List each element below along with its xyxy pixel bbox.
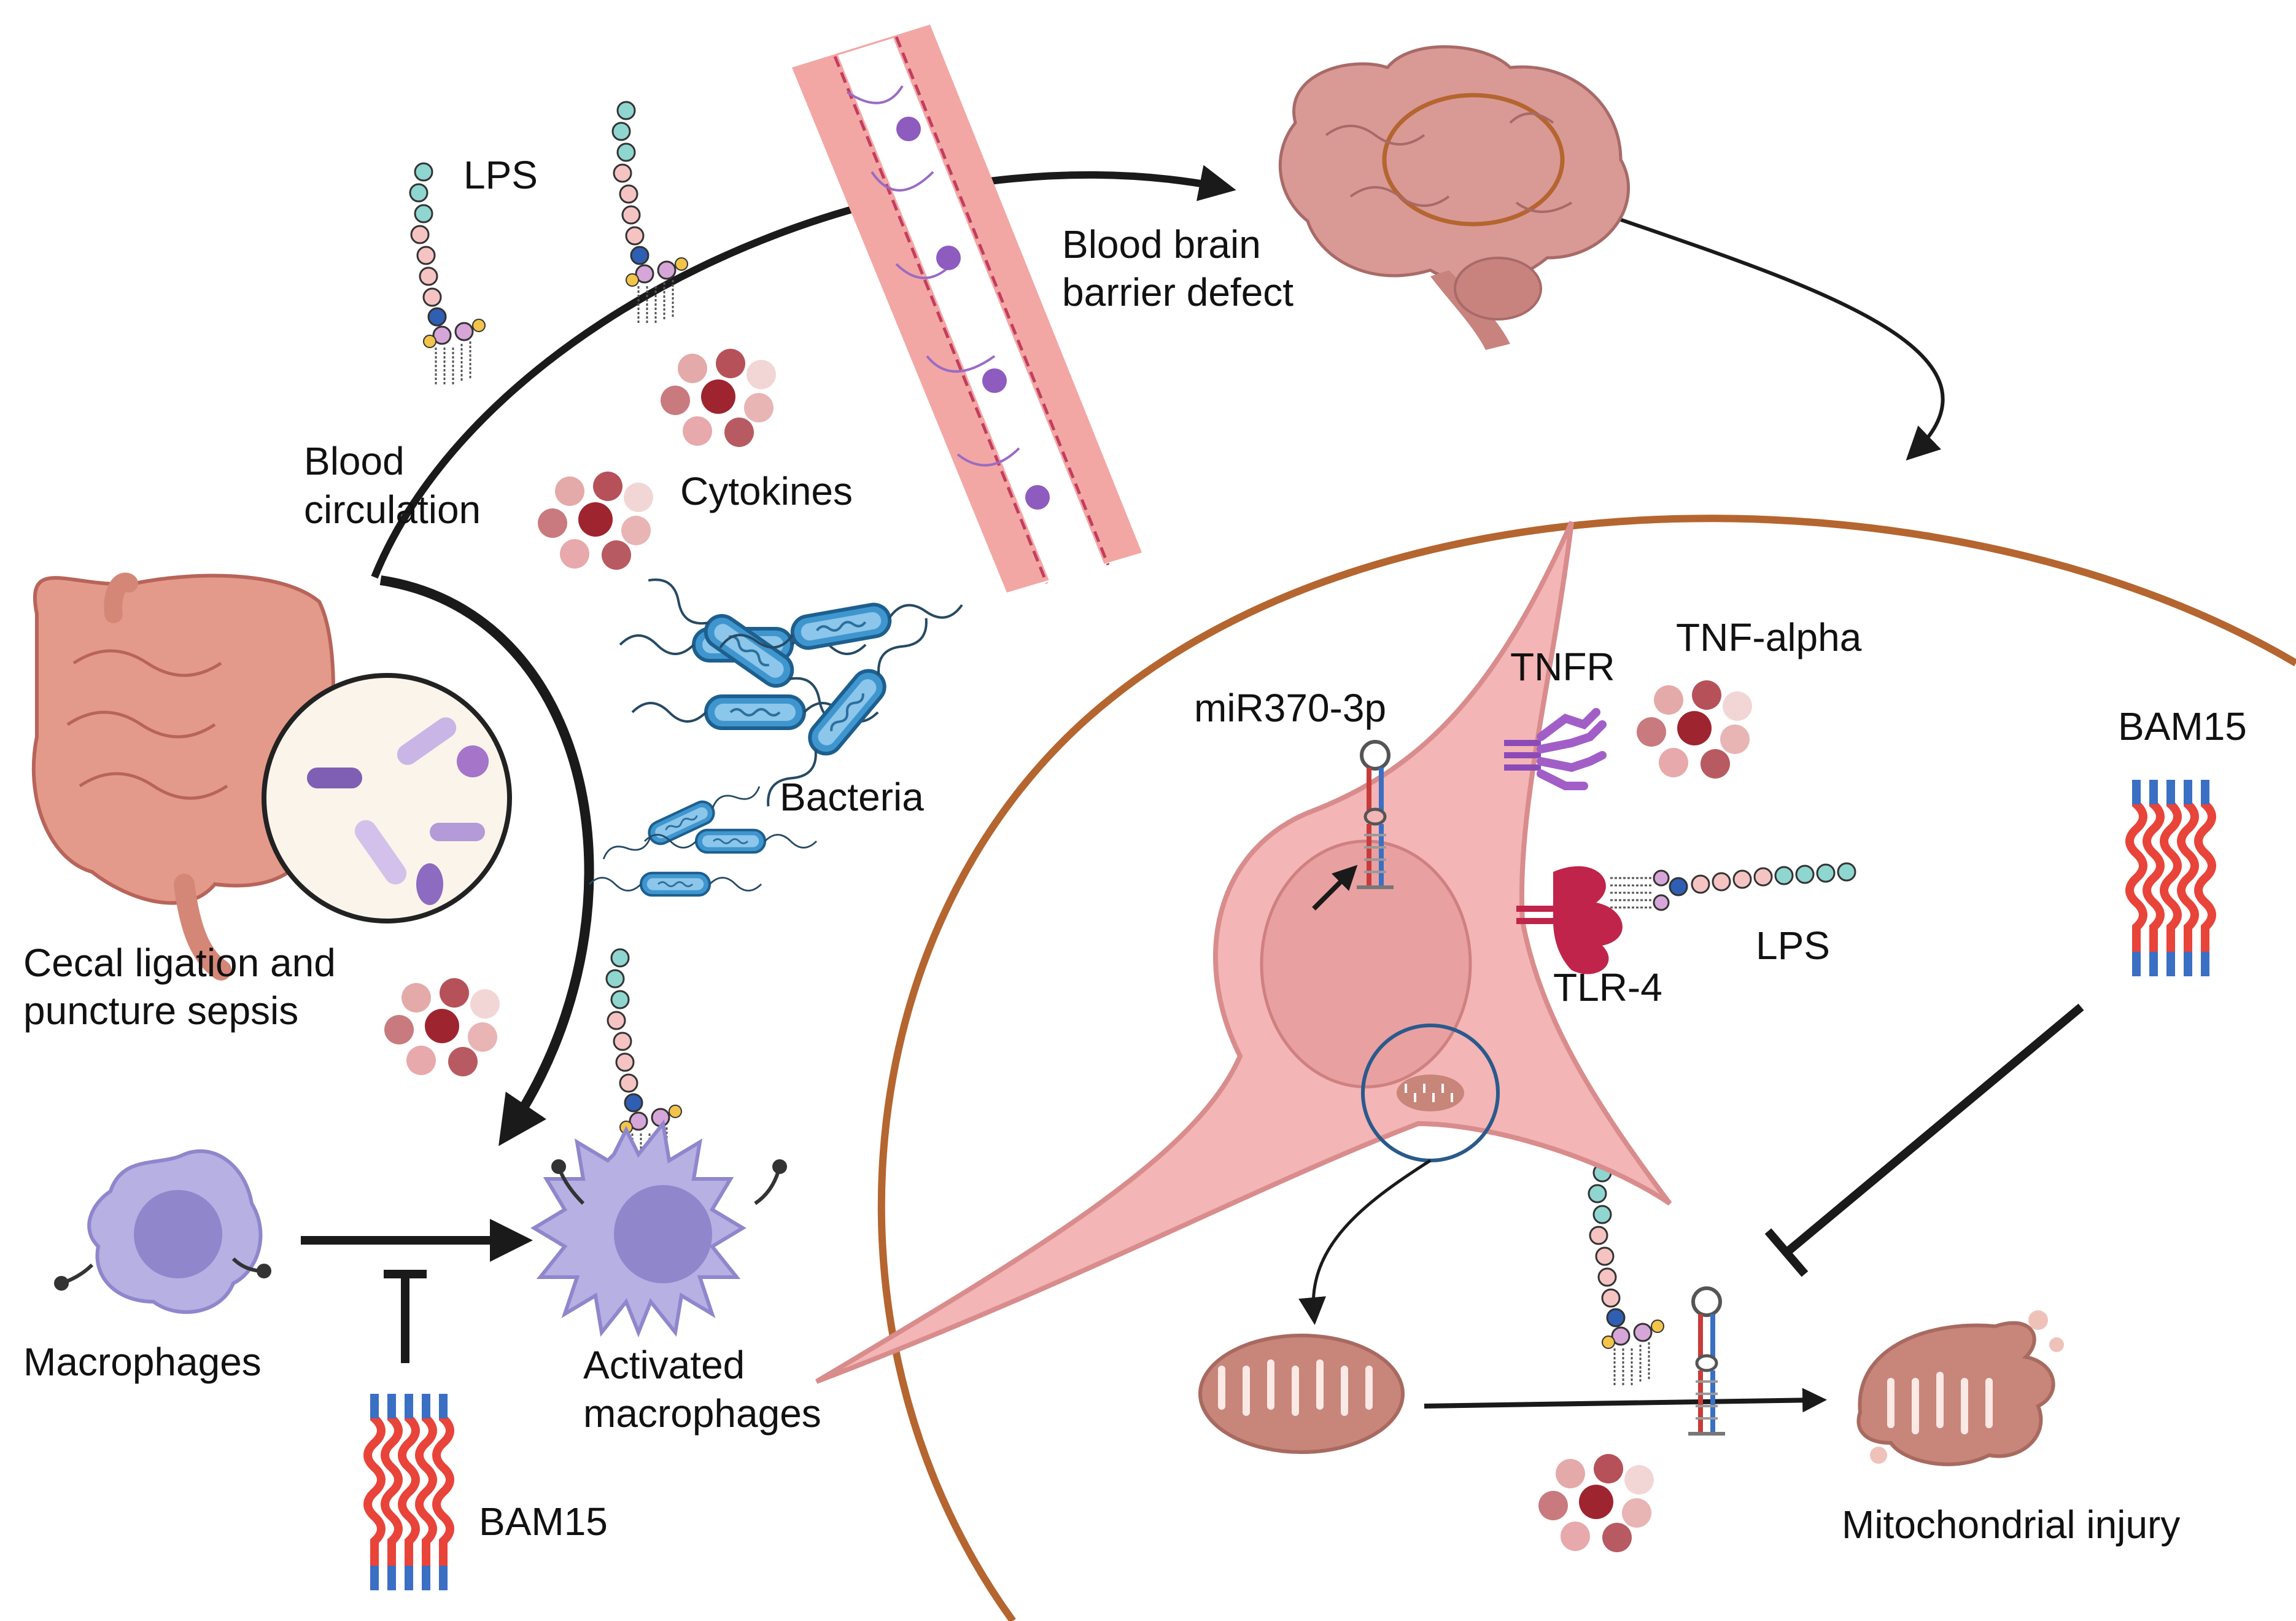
label-blood-line1: Blood <box>304 439 405 483</box>
label-mito-injury: Mitochondrial injury <box>1842 1502 2180 1547</box>
label-tlr4: TLR-4 <box>1553 965 1662 1009</box>
lps-molecule-icon <box>1588 1163 1665 1386</box>
label-activated-line2: macrophages <box>583 1391 821 1436</box>
cytokine-cluster-icon <box>1637 680 1752 779</box>
mirna-hairpin-icon <box>1688 1288 1725 1434</box>
cytokine-cluster-icon <box>384 978 500 1076</box>
label-cytokines: Cytokines <box>680 469 853 513</box>
bam15-icon <box>2130 780 2212 976</box>
label-bacteria: Bacteria <box>780 775 924 819</box>
label-lps-top: LPS <box>463 153 538 197</box>
zoom-ring <box>877 515 2296 1621</box>
bacteria-icon <box>589 873 761 895</box>
label-clp-line1: Cecal ligation and <box>23 941 336 985</box>
injury-arrow <box>1424 1388 1827 1413</box>
lps-molecule-icon <box>1608 862 1856 911</box>
zoom-arrow <box>1298 1159 1432 1325</box>
inhibition-right <box>1764 1003 2084 1277</box>
intestine-icon <box>31 572 336 981</box>
label-bbb-line2: barrier defect <box>1062 270 1293 314</box>
neuron-cell <box>815 521 1672 1384</box>
label-mirna: miR370-3p <box>1194 686 1386 730</box>
label-bbb-line1: Blood brain <box>1062 222 1261 266</box>
label-lps-right: LPS <box>1756 923 1830 968</box>
brain-to-cell-arrow <box>1571 201 1945 461</box>
label-bam15-left: BAM15 <box>479 1499 608 1544</box>
inhibition-left <box>384 1270 427 1363</box>
microbe-magnifier-icon <box>262 673 512 923</box>
blood-circulation-arrow <box>371 165 1236 579</box>
bacteria-icon <box>599 776 764 869</box>
cytokine-cluster-icon <box>661 349 776 447</box>
label-bam15-right: BAM15 <box>2118 704 2247 748</box>
cytokine-cluster-icon <box>1538 1454 1654 1552</box>
nucleus <box>1260 839 1472 1089</box>
label-activated-line1: Activated <box>583 1343 745 1387</box>
mirna-arrow <box>1312 865 1358 911</box>
macrophage-icon <box>54 1149 271 1314</box>
mitochondrion-icon <box>1198 1334 1405 1454</box>
damaged-mitochondrion-icon <box>1856 1310 2064 1466</box>
label-tnf-alpha: TNF-alpha <box>1676 615 1862 659</box>
tnfr-receptor-icon <box>1504 708 1607 790</box>
brain-icon <box>1278 45 1630 350</box>
to-macrophage-arrow <box>379 575 594 1146</box>
label-tnfr: TNFR <box>1510 645 1615 689</box>
tlr4-receptor-icon <box>1516 866 1623 974</box>
cytokine-cluster-icon <box>538 472 653 570</box>
bam15-icon <box>368 1394 450 1590</box>
blood-vessel-icon <box>792 25 1142 593</box>
label-macrophages: Macrophages <box>23 1340 262 1384</box>
activated-macrophage-icon <box>530 1119 787 1338</box>
lps-molecule-icon <box>605 948 683 1172</box>
label-blood-line2: circulation <box>304 488 481 532</box>
label-clp-line2: puncture sepsis <box>23 989 298 1033</box>
